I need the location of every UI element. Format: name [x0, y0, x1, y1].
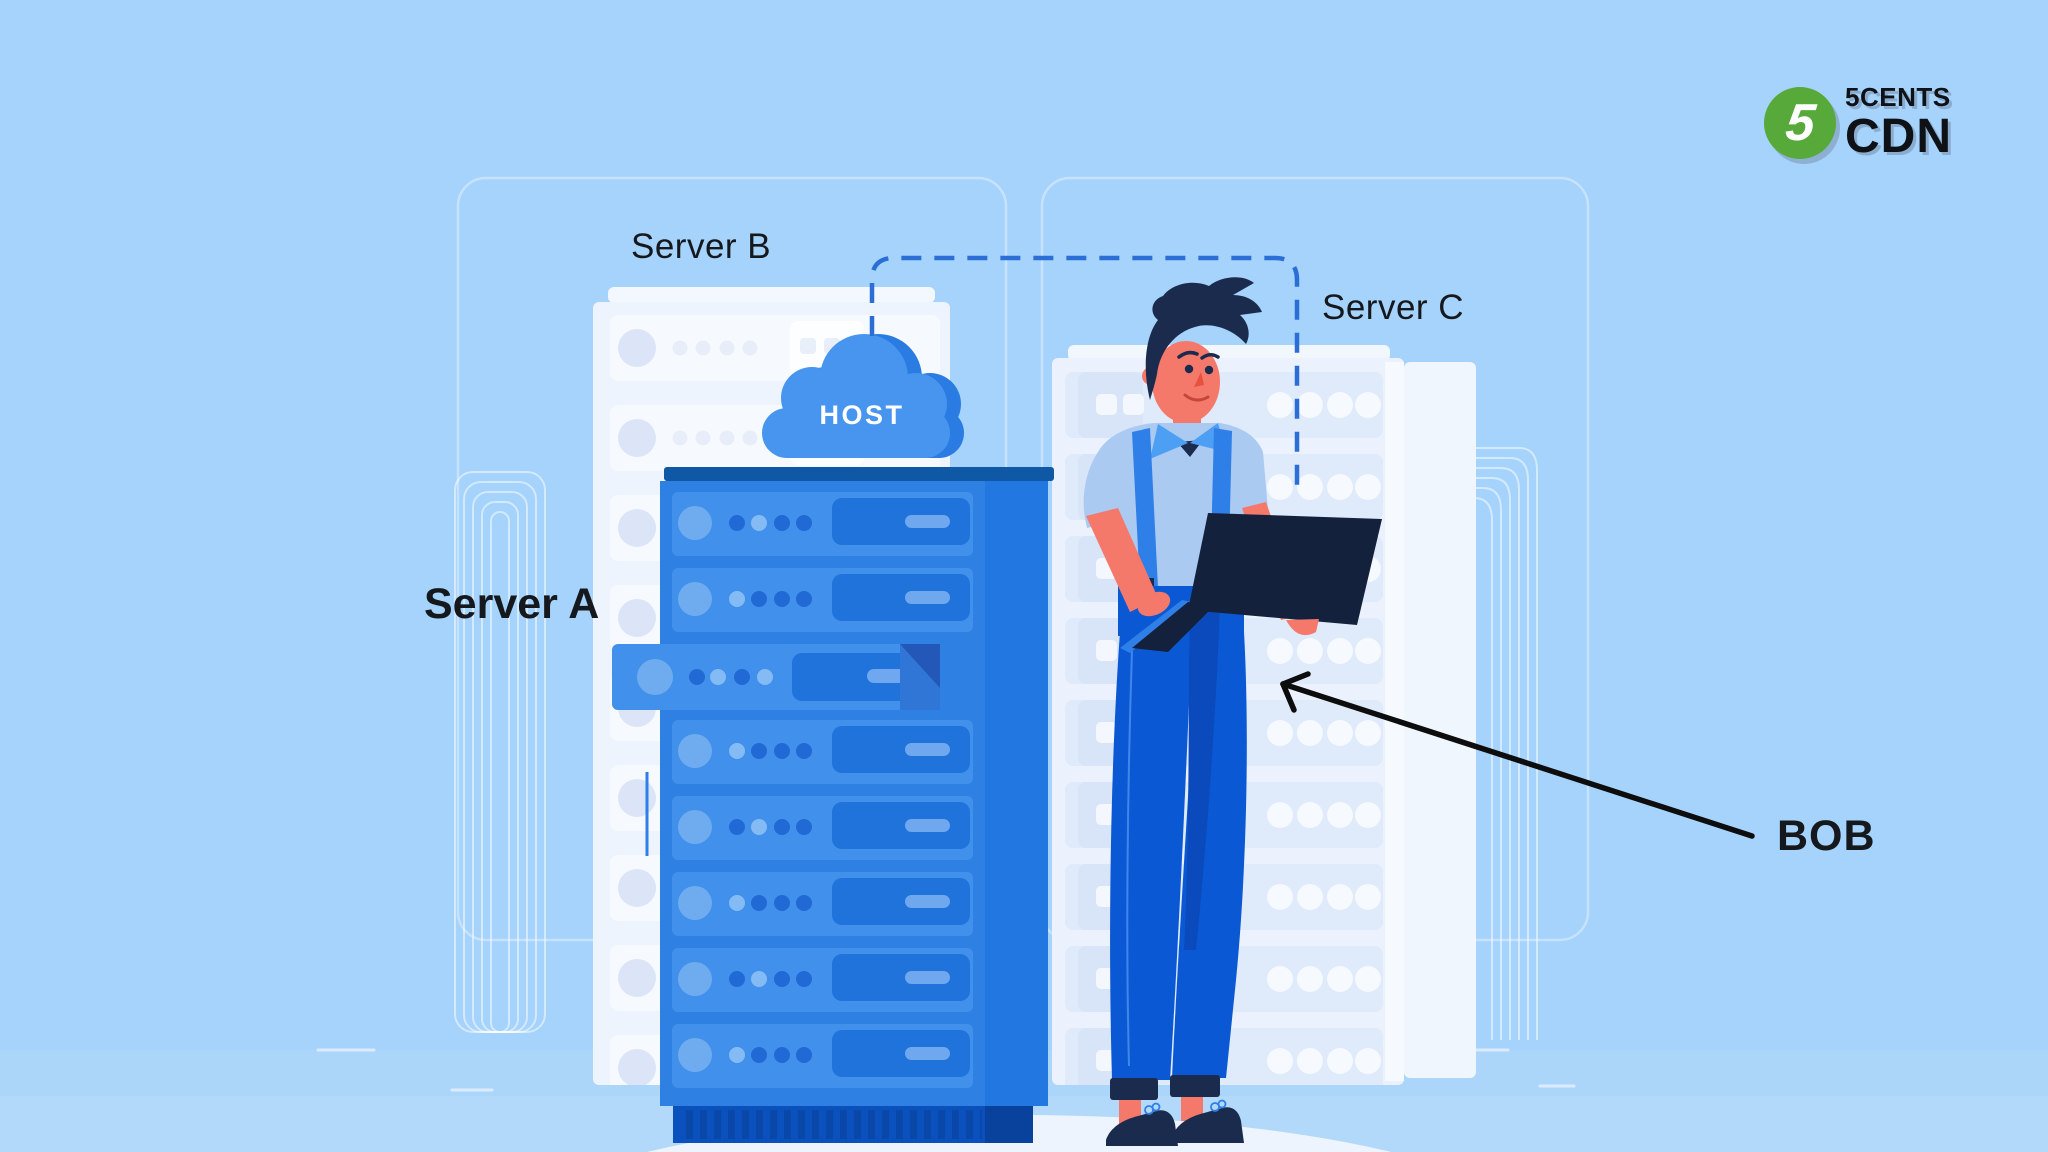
- rack-unit-pulled-out: [612, 644, 940, 710]
- server-a-rack: [612, 467, 1054, 1143]
- rack-unit-row: [672, 796, 973, 860]
- brand-name-top: 5CENTS: [1845, 82, 1951, 112]
- server-c-side-sheet: [1404, 362, 1476, 1078]
- hair: [1145, 277, 1262, 400]
- brand-name-bottom: CDN: [1845, 110, 1952, 163]
- brand-badge-icon: 5: [1764, 86, 1836, 159]
- host-label: HOST: [819, 400, 905, 430]
- suspender-strap: [1132, 428, 1158, 588]
- circuit-lines-right: [1473, 447, 1538, 1040]
- host-serverc-connector: [869, 255, 1300, 487]
- bob-label: BOB: [1777, 812, 1876, 860]
- server-a-label: Server A: [424, 580, 600, 628]
- rack-unit-row: [672, 568, 973, 632]
- rack-unit-row: [672, 1024, 973, 1088]
- shoe: [1172, 1107, 1244, 1143]
- left-leg: [1110, 632, 1192, 1080]
- circuit-lines-left: [454, 471, 546, 1033]
- shoe-laces: [1144, 1099, 1227, 1115]
- brand-logo: 5 5CENTS CDN: [1764, 84, 1952, 161]
- bob-arrow: [1280, 671, 1755, 839]
- rack-unit-row: [672, 492, 973, 556]
- rack-unit-row: [672, 720, 973, 784]
- collar: [1150, 424, 1188, 459]
- rack-side-panel: [985, 481, 1048, 1106]
- rack-unit-row: [672, 872, 973, 936]
- face: [1152, 341, 1220, 423]
- rack-base: [673, 1106, 1033, 1143]
- left-hand: [1137, 591, 1171, 617]
- nose: [1194, 372, 1204, 387]
- host-cloud-icon: [762, 334, 964, 458]
- shoe: [1106, 1110, 1178, 1146]
- rack-top-strip: [664, 467, 1054, 481]
- laptop: [1188, 513, 1382, 625]
- brand-name: 5CENTS CDN: [1845, 84, 1952, 161]
- right-leg: [1172, 632, 1247, 1078]
- rack-unit-row: [672, 948, 973, 1012]
- bob-person: [1083, 277, 1382, 1146]
- right-hand: [1286, 619, 1319, 636]
- server-c-label: Server C: [1322, 288, 1465, 327]
- server-b-label: Server B: [631, 227, 772, 266]
